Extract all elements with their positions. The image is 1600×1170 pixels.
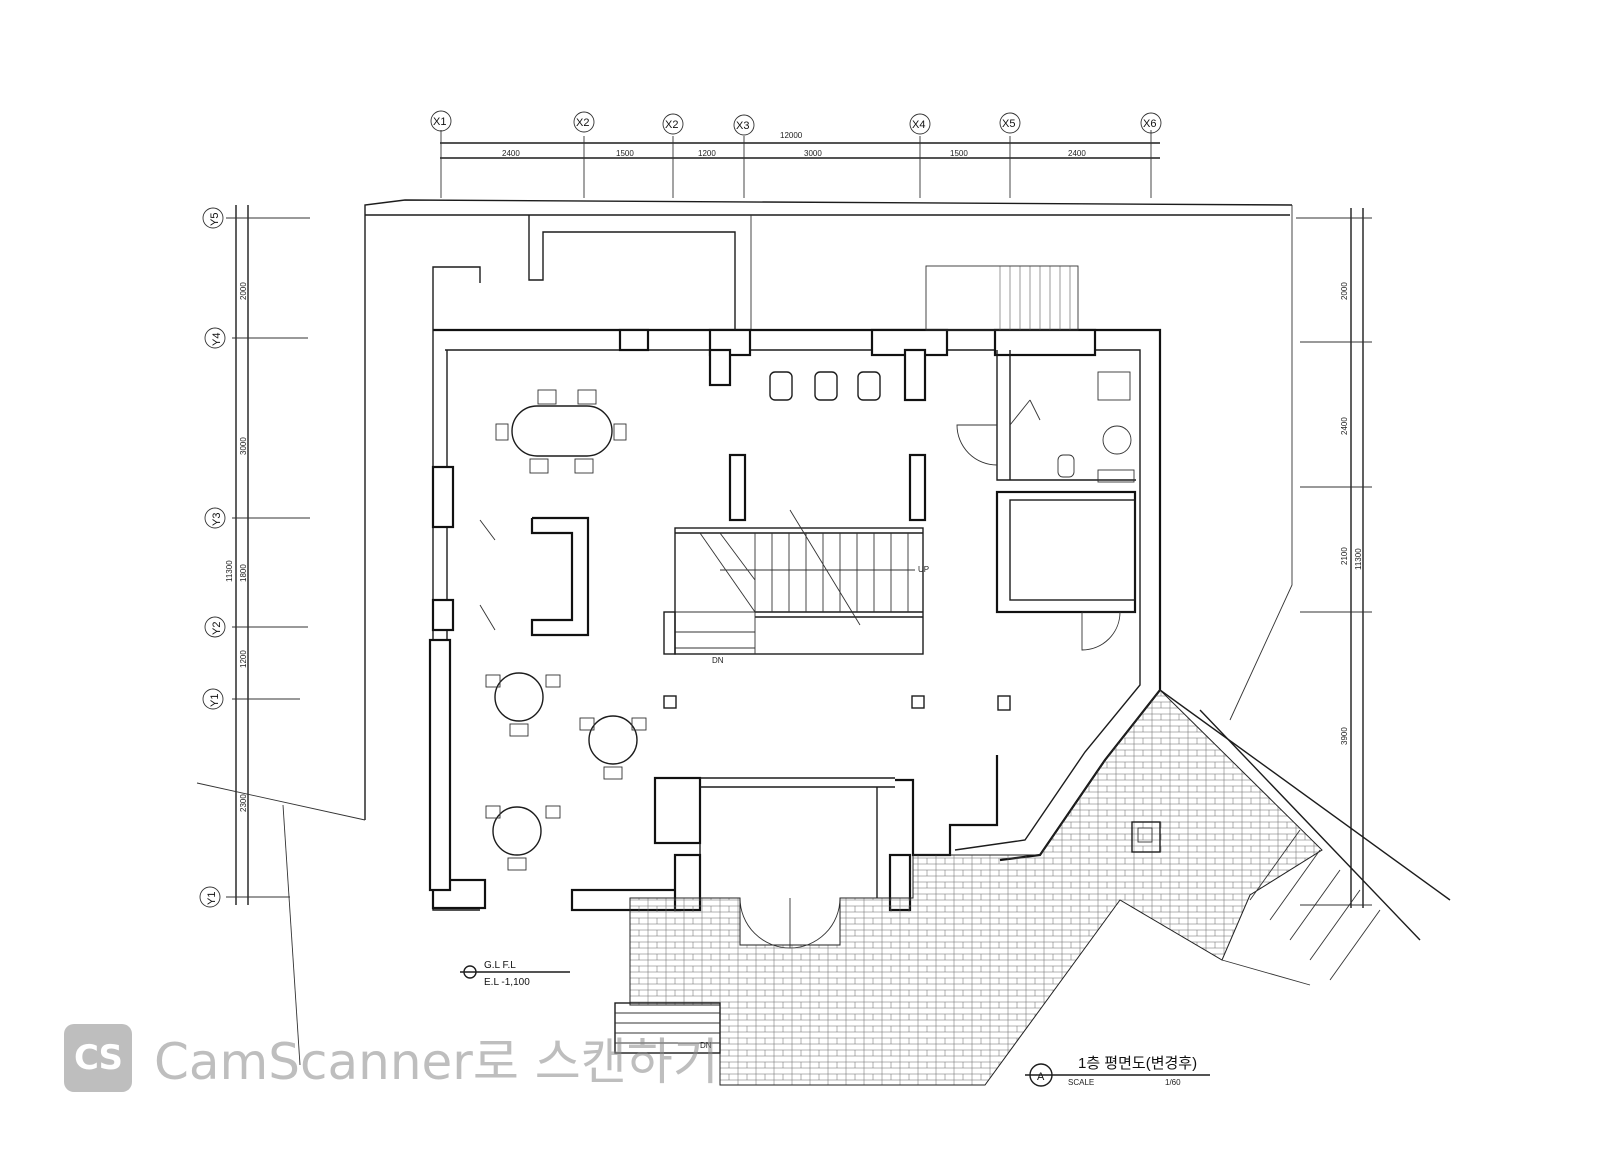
grid-x1: X1 bbox=[433, 116, 446, 128]
dim-top-3: 1200 bbox=[698, 149, 716, 158]
dim-left-4: 1200 bbox=[239, 650, 248, 668]
grid-bubbles-x: X1 X2 X2 X3 X4 X5 X6 bbox=[430, 110, 1162, 136]
stair-dn-label: DN bbox=[712, 656, 724, 665]
dim-left-total: 11300 bbox=[225, 560, 234, 582]
dim-right-4: 3900 bbox=[1340, 727, 1349, 745]
stair: UP DN bbox=[663, 509, 929, 665]
grid-x6: X6 bbox=[1143, 118, 1156, 130]
dim-top-6: 2400 bbox=[1068, 149, 1086, 158]
grid-x4: X4 bbox=[912, 119, 925, 131]
watermark-text: CamScanner로 스캔하기 bbox=[154, 1033, 719, 1091]
grid-x5: X5 bbox=[1002, 118, 1015, 130]
dim-left-2: 3000 bbox=[239, 437, 248, 455]
camscanner-logo-icon: CS bbox=[64, 1024, 132, 1092]
grid-x2a: X2 bbox=[576, 117, 589, 129]
dim-right-2: 2400 bbox=[1340, 417, 1349, 435]
scale-value: 1/60 bbox=[1165, 1078, 1181, 1087]
grid-bubbles-y: Y5 Y4 Y3 Y2 Y1 Y1 bbox=[199, 207, 226, 908]
camscanner-watermark: CS CamScanner로 스캔하기 bbox=[64, 1022, 719, 1094]
grid-x3: X3 bbox=[736, 120, 749, 132]
ramp-dn-label: DN bbox=[700, 1041, 712, 1050]
site-boundary bbox=[196, 199, 1293, 1066]
stair-up-label: UP bbox=[918, 565, 929, 574]
interior-walls bbox=[428, 348, 1137, 912]
level-note-1: G.L F.L bbox=[484, 960, 516, 971]
grid-x2b: X2 bbox=[665, 119, 678, 131]
top-dimension-chain: 12000 2400 1500 1200 3000 1500 2400 bbox=[440, 130, 1160, 198]
grid-y4: Y4 bbox=[211, 333, 223, 346]
dim-top-1: 2400 bbox=[502, 149, 520, 158]
overall-dim-top: 12000 bbox=[780, 131, 803, 140]
level-note: G.L F.L E.L -1,100 bbox=[460, 960, 570, 988]
dim-right-3: 2100 bbox=[1340, 547, 1349, 565]
grid-y1b: Y1 bbox=[206, 892, 218, 905]
dim-left-1: 2000 bbox=[239, 282, 248, 300]
grid-y5: Y5 bbox=[209, 213, 221, 226]
dim-top-2: 1500 bbox=[616, 149, 634, 158]
dim-top-5: 1500 bbox=[950, 149, 968, 158]
title-block: A 1층 평면도(변경후) SCALE 1/60 bbox=[1025, 1055, 1210, 1087]
dim-right-total: 11300 bbox=[1354, 548, 1363, 570]
dim-right-1: 2000 bbox=[1340, 282, 1349, 300]
furniture bbox=[485, 371, 1135, 871]
right-dimension-chain: 2000 2400 2100 3900 11300 bbox=[1296, 208, 1372, 908]
left-dimension-chain: 2000 3000 1800 1200 2300 11300 bbox=[225, 205, 310, 905]
level-note-2: E.L -1,100 bbox=[484, 977, 530, 988]
plan-title: 1층 평면도(변경후) bbox=[1078, 1055, 1197, 1072]
paved-terrace: DN bbox=[614, 689, 1451, 1086]
grid-y3: Y3 bbox=[211, 513, 223, 526]
scale-label: SCALE bbox=[1068, 1078, 1094, 1087]
grid-y2: Y2 bbox=[211, 622, 223, 635]
title-symbol: A bbox=[1037, 1071, 1045, 1083]
grid-y1a: Y1 bbox=[209, 694, 221, 707]
dim-left-5: 2300 bbox=[239, 794, 248, 812]
dim-top-4: 3000 bbox=[804, 149, 822, 158]
dim-left-3: 1800 bbox=[239, 564, 248, 582]
